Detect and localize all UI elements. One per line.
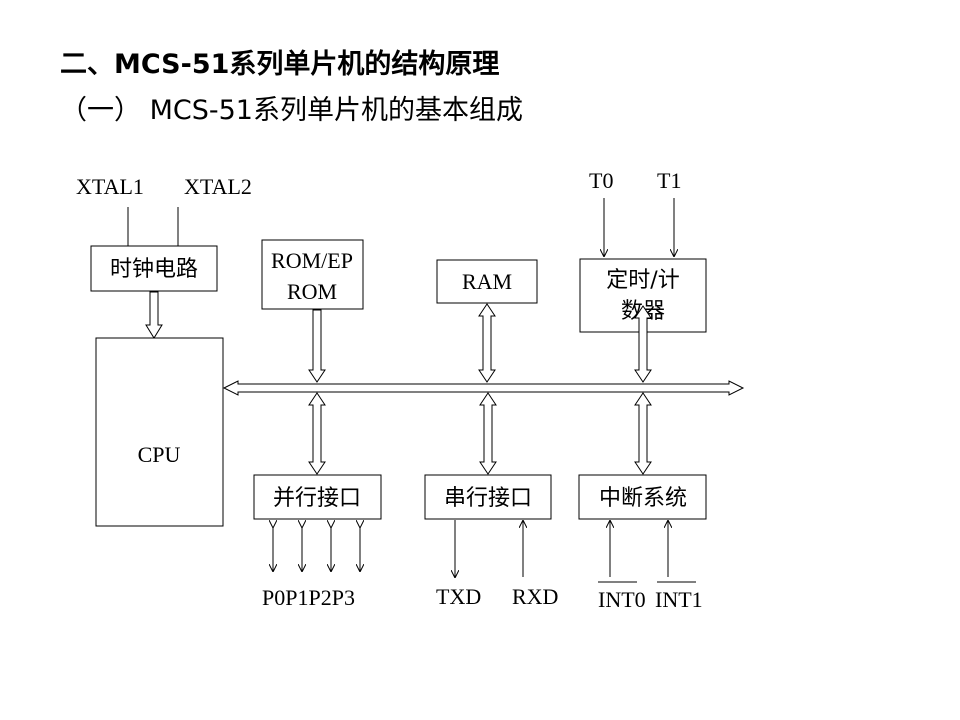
int1-label: INT1 xyxy=(655,587,703,612)
parallel-port-block xyxy=(253,474,382,520)
xtal1-label: XTAL1 xyxy=(76,174,144,199)
rom-label-line1: ROM/EP xyxy=(271,248,353,273)
cpu-block xyxy=(95,337,224,527)
internal-bus xyxy=(222,380,745,396)
clock-circuit-block xyxy=(90,245,218,292)
timer-label-line1: 定时/计 xyxy=(606,268,679,293)
rom-to-bus-arrow xyxy=(308,309,326,383)
clock-to-cpu-arrow xyxy=(145,291,163,339)
port-lines xyxy=(273,527,360,571)
ram-block xyxy=(436,259,538,304)
subsection-title: （一） MCS-51系列单片机的基本组成 xyxy=(60,95,523,126)
serial-port-block xyxy=(424,474,552,520)
ram-label: RAM xyxy=(462,269,512,294)
interrupt-system-block xyxy=(578,474,707,520)
clock-circuit-label: 时钟电路 xyxy=(110,257,198,282)
cpu-label: CPU xyxy=(138,442,181,467)
section-title: 二、MCS-51系列单片机的结构原理 xyxy=(60,49,500,80)
t1-label: T1 xyxy=(657,168,681,193)
rom-label-line2: ROM xyxy=(287,279,337,304)
int0-label: INT0 xyxy=(598,587,646,612)
serial-bus-arrow xyxy=(479,392,497,475)
ram-bus-arrow xyxy=(478,303,496,383)
interrupt-system-label: 中断系统 xyxy=(599,486,687,511)
rom-block xyxy=(261,239,364,310)
txd-label: TXD xyxy=(436,584,481,609)
parallel-bus-arrow xyxy=(308,392,326,475)
xtal2-label: XTAL2 xyxy=(184,174,252,199)
t0-label: T0 xyxy=(589,168,613,193)
serial-port-label: 串行接口 xyxy=(444,486,532,511)
parallel-port-label: 并行接口 xyxy=(273,486,361,511)
interrupt-bus-arrow xyxy=(634,392,652,475)
rxd-label: RXD xyxy=(512,584,558,609)
timer-bus-arrow xyxy=(634,305,652,383)
ports-label: P0P1P2P3 xyxy=(262,585,355,610)
